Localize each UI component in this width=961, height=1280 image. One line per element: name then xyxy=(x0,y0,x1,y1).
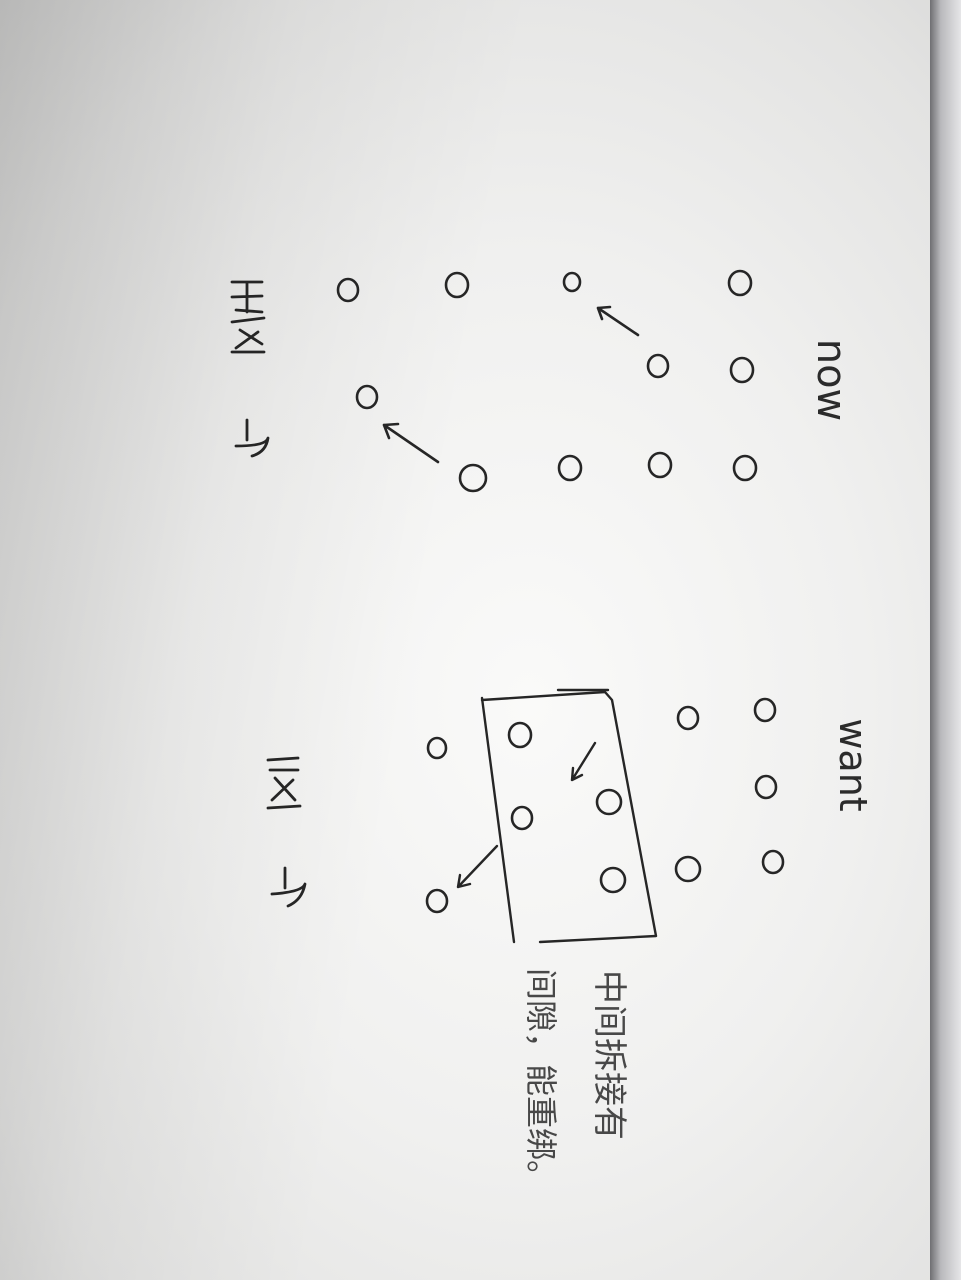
want-circles xyxy=(425,697,785,914)
notebook-edge xyxy=(930,0,961,1280)
arrow-right xyxy=(270,866,307,908)
now-circles xyxy=(336,269,758,493)
circle xyxy=(507,721,533,749)
circle xyxy=(557,454,583,482)
circle xyxy=(674,855,702,883)
circle xyxy=(754,774,778,800)
circle xyxy=(510,805,534,831)
circle xyxy=(355,384,379,410)
note-line-1: 中间拆接有 xyxy=(589,970,629,1140)
now-arrows xyxy=(382,305,640,464)
selection-box xyxy=(480,688,658,944)
circle xyxy=(426,736,448,760)
circle xyxy=(646,353,670,379)
label-want: want xyxy=(831,718,875,811)
note-line-2: 间隙，能重绑。 xyxy=(522,968,560,1192)
arrow-right xyxy=(234,418,270,458)
circle xyxy=(647,451,673,479)
circle xyxy=(753,697,777,723)
want-arrows xyxy=(456,741,597,889)
circle xyxy=(729,356,755,384)
circle xyxy=(458,463,488,493)
circle xyxy=(444,271,470,299)
circle xyxy=(425,888,449,914)
circle xyxy=(599,866,627,894)
label-now: now xyxy=(808,339,854,422)
circle xyxy=(732,454,758,482)
circle xyxy=(336,277,360,303)
handwriting-left xyxy=(230,280,270,458)
circle xyxy=(595,788,623,816)
arrow xyxy=(456,844,499,889)
arrow xyxy=(570,741,597,782)
circle xyxy=(727,269,753,297)
handwriting-right xyxy=(266,756,307,908)
arrow xyxy=(382,422,440,464)
circle xyxy=(562,271,582,293)
arrow xyxy=(596,305,640,337)
circle xyxy=(761,849,785,875)
circle xyxy=(676,705,700,731)
